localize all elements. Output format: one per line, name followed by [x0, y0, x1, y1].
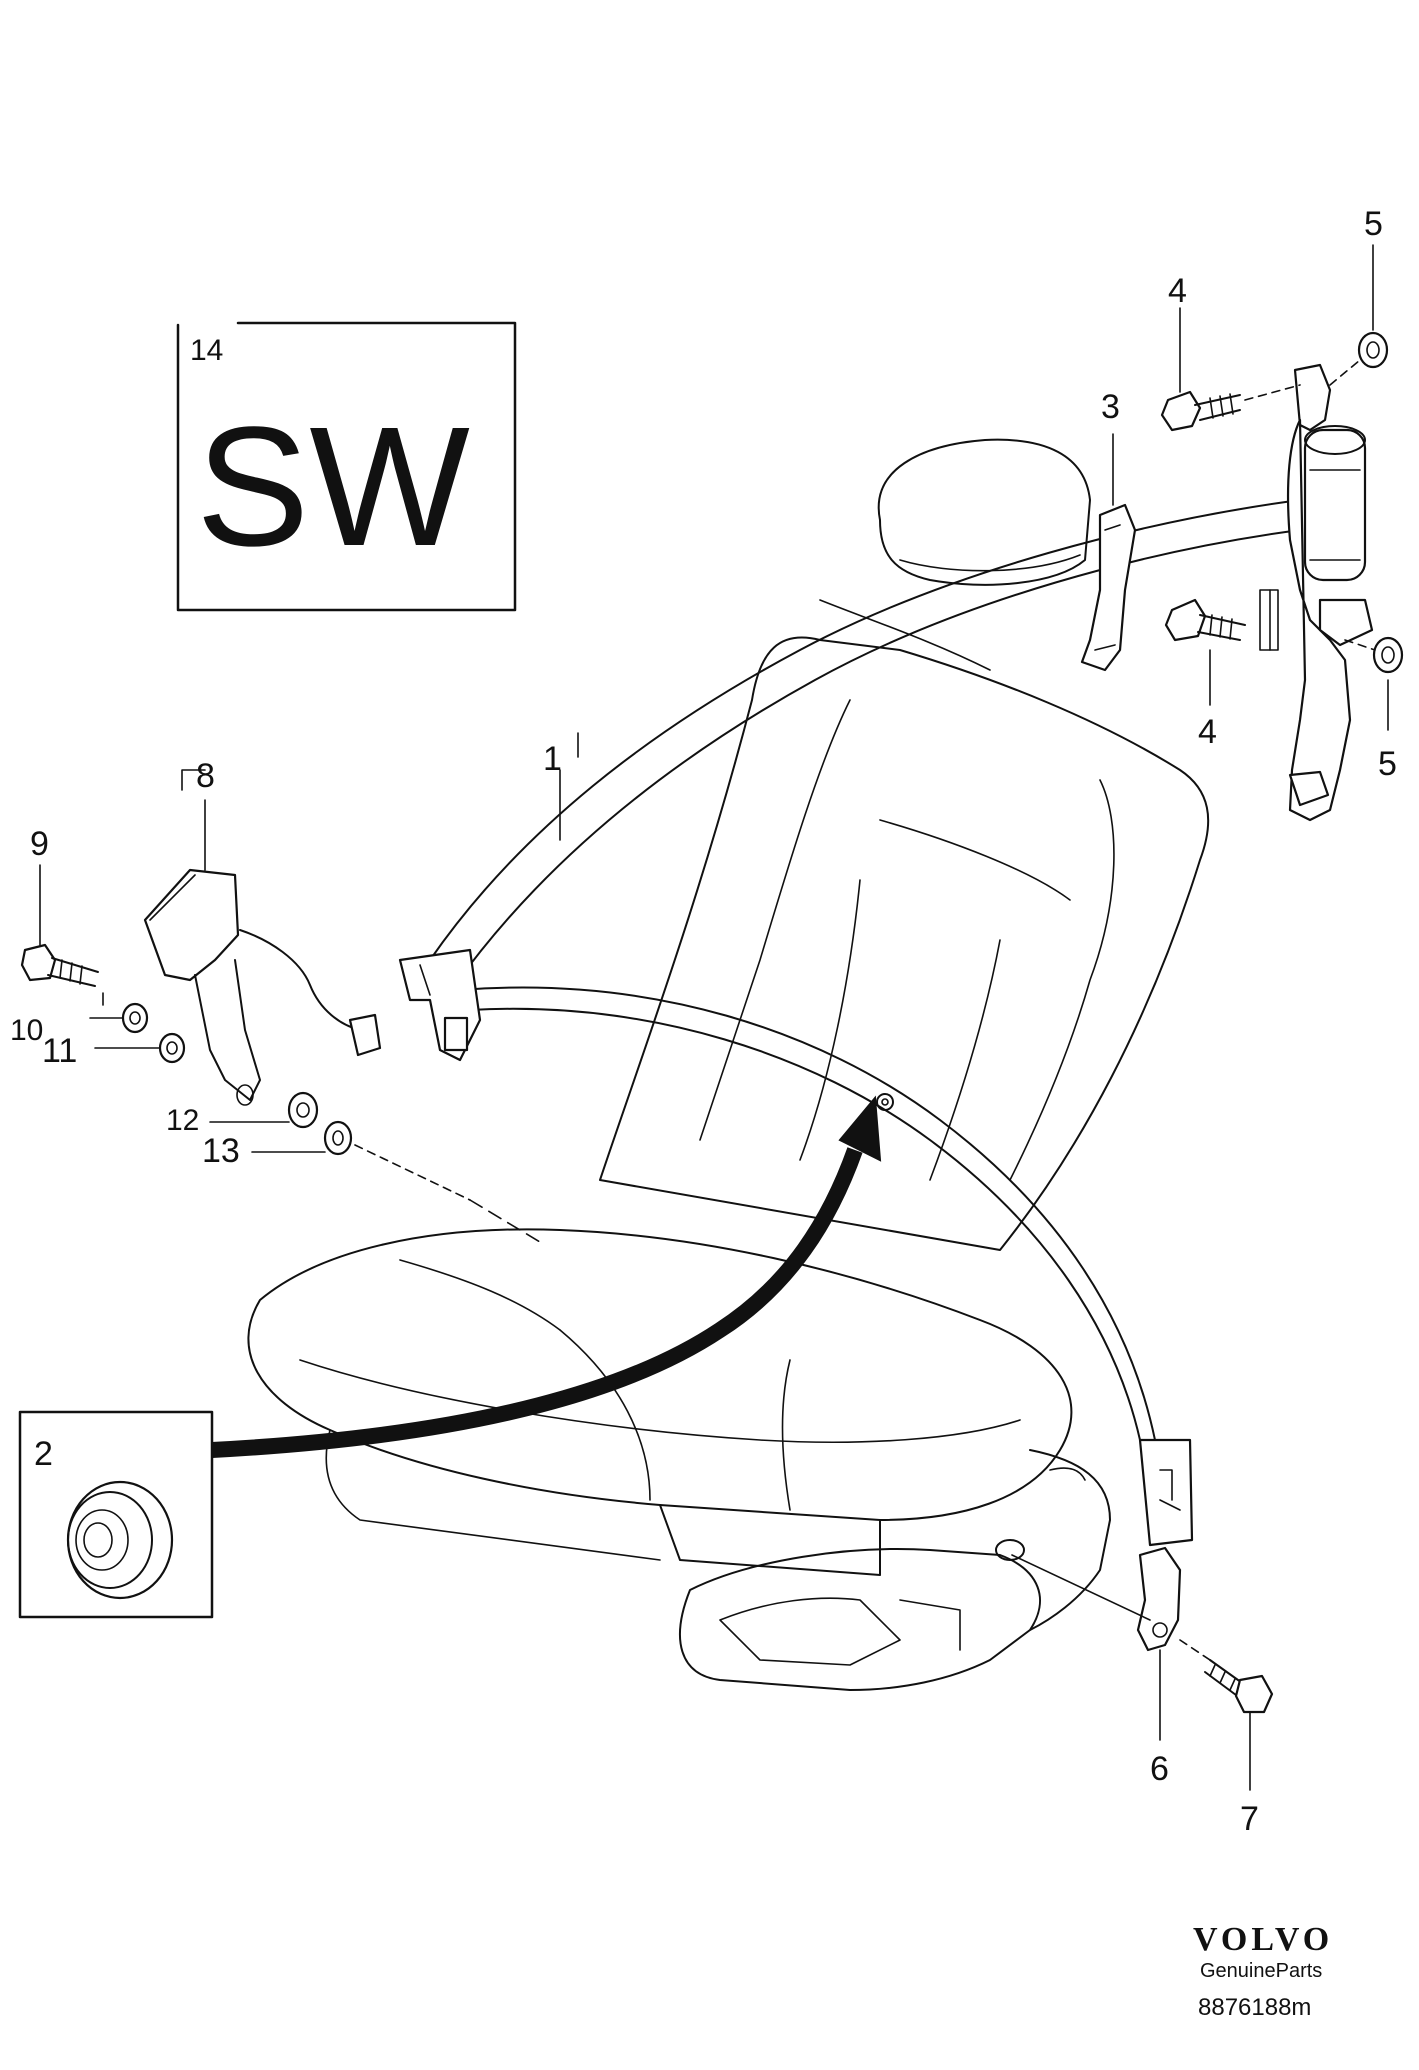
nut-part-13	[251, 1120, 546, 1246]
callout-8: 8	[196, 757, 215, 795]
callout-2: 2	[34, 1435, 53, 1473]
variant-box-part-14: SW	[176, 321, 517, 612]
callout-10: 10	[10, 1014, 43, 1047]
belt-guide-part-3	[1080, 433, 1137, 672]
washer-part-11	[94, 1032, 186, 1064]
anchor-plate-part-6	[1011, 1546, 1182, 1741]
detail-box-part-2	[18, 1095, 882, 1619]
callout-12: 12	[166, 1104, 199, 1137]
brand-tagline: GenuineParts	[1200, 1960, 1322, 1982]
callout-7: 7	[1240, 1800, 1259, 1838]
callout-4-upper: 4	[1168, 272, 1187, 310]
callout-1: 1	[543, 740, 562, 778]
callout-9: 9	[30, 825, 49, 863]
upper-bolt-part-4	[1160, 307, 1301, 432]
callout-11: 11	[42, 1032, 77, 1070]
seat-belt-webbing	[398, 499, 1301, 1547]
diagram-code: 8876188m	[1198, 1994, 1311, 2021]
seat-illustration	[247, 438, 1210, 1691]
callout-5-upper: 5	[1364, 205, 1383, 243]
brand-logo: VOLVO	[1193, 1921, 1333, 1958]
brand-footer: VOLVO GenuineParts 8876188m	[1193, 1921, 1333, 2021]
callout-6: 6	[1150, 1750, 1169, 1788]
callout-5-lower: 5	[1378, 745, 1397, 783]
retractor-assembly	[1259, 363, 1374, 822]
washer-part-10	[89, 992, 149, 1034]
buckle-part-8	[143, 769, 382, 1106]
lower-retractor-bolt-part-4	[1164, 598, 1246, 706]
seat-side-base	[679, 1548, 1041, 1691]
callout-4-lower: 4	[1198, 713, 1217, 751]
lower-retractor-nut-part-5	[1344, 636, 1404, 731]
callout-3: 3	[1101, 388, 1120, 426]
callout-13: 13	[202, 1132, 240, 1170]
seat-backrest	[599, 636, 1210, 1251]
seat-headrest	[877, 438, 1091, 586]
callout-14: 14	[190, 334, 223, 367]
anchor-bolt-part-7	[1179, 1639, 1274, 1791]
washer-part-12	[209, 1091, 319, 1129]
variant-label: SW	[196, 392, 470, 582]
seat-cushion	[247, 1228, 1073, 1521]
buckle-bolt-part-9	[20, 864, 99, 987]
upper-nut-part-5	[1329, 244, 1389, 386]
